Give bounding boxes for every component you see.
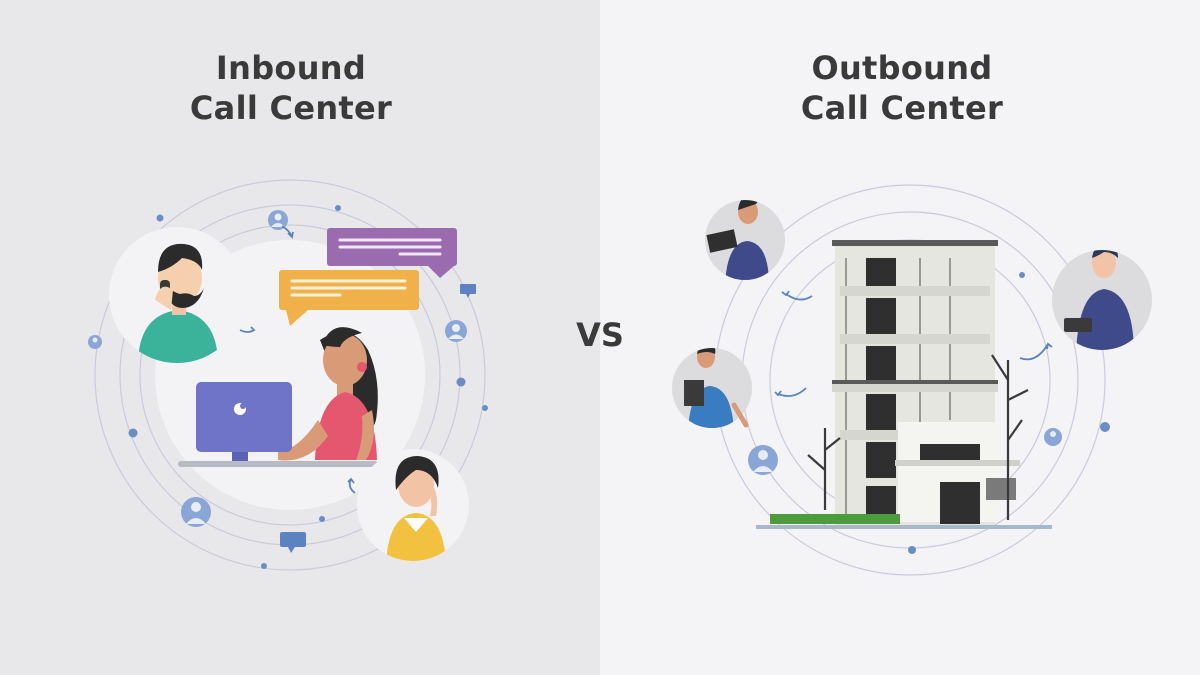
- purple-speech-bubble: [327, 228, 457, 278]
- inbound-heading: Inbound Call Center: [81, 48, 501, 128]
- inbound-orbit-dots: [128, 205, 488, 569]
- user-icon: [88, 335, 102, 349]
- outbound-heading: Outbound Call Center: [692, 48, 1112, 128]
- agent-woman-laptop: [705, 200, 785, 280]
- caller-woman-avatar: [357, 449, 469, 561]
- orange-speech-bubble: [279, 270, 419, 326]
- chat-icon: [280, 532, 306, 553]
- inbound-illustration: [88, 179, 488, 571]
- user-icon: [1044, 428, 1062, 446]
- outbound-title-line2: Call Center: [800, 89, 1004, 127]
- agent-man-clipboard: [672, 348, 752, 428]
- arrow-icon: [774, 290, 1053, 397]
- outbound-illustration: [672, 184, 1152, 576]
- outbound-orbit-dots: [908, 272, 1110, 554]
- user-icon: [748, 445, 778, 475]
- agent-man-headset: [1052, 250, 1152, 350]
- vs-label: VS: [576, 316, 624, 354]
- building-icon: [756, 240, 1052, 529]
- agent-figure: [278, 327, 378, 461]
- chat-icon: [460, 284, 476, 298]
- user-icon: [181, 497, 211, 527]
- outbound-title-line1: Outbound: [811, 49, 993, 87]
- user-icon: [445, 320, 467, 342]
- arrow-icon: [239, 225, 356, 494]
- desk: [178, 461, 378, 467]
- inbound-title-line1: Inbound: [215, 49, 367, 87]
- user-icon: [268, 210, 288, 230]
- monitor-icon: [196, 382, 292, 464]
- inbound-title-line2: Call Center: [189, 89, 393, 127]
- caller-man-avatar: [109, 227, 245, 363]
